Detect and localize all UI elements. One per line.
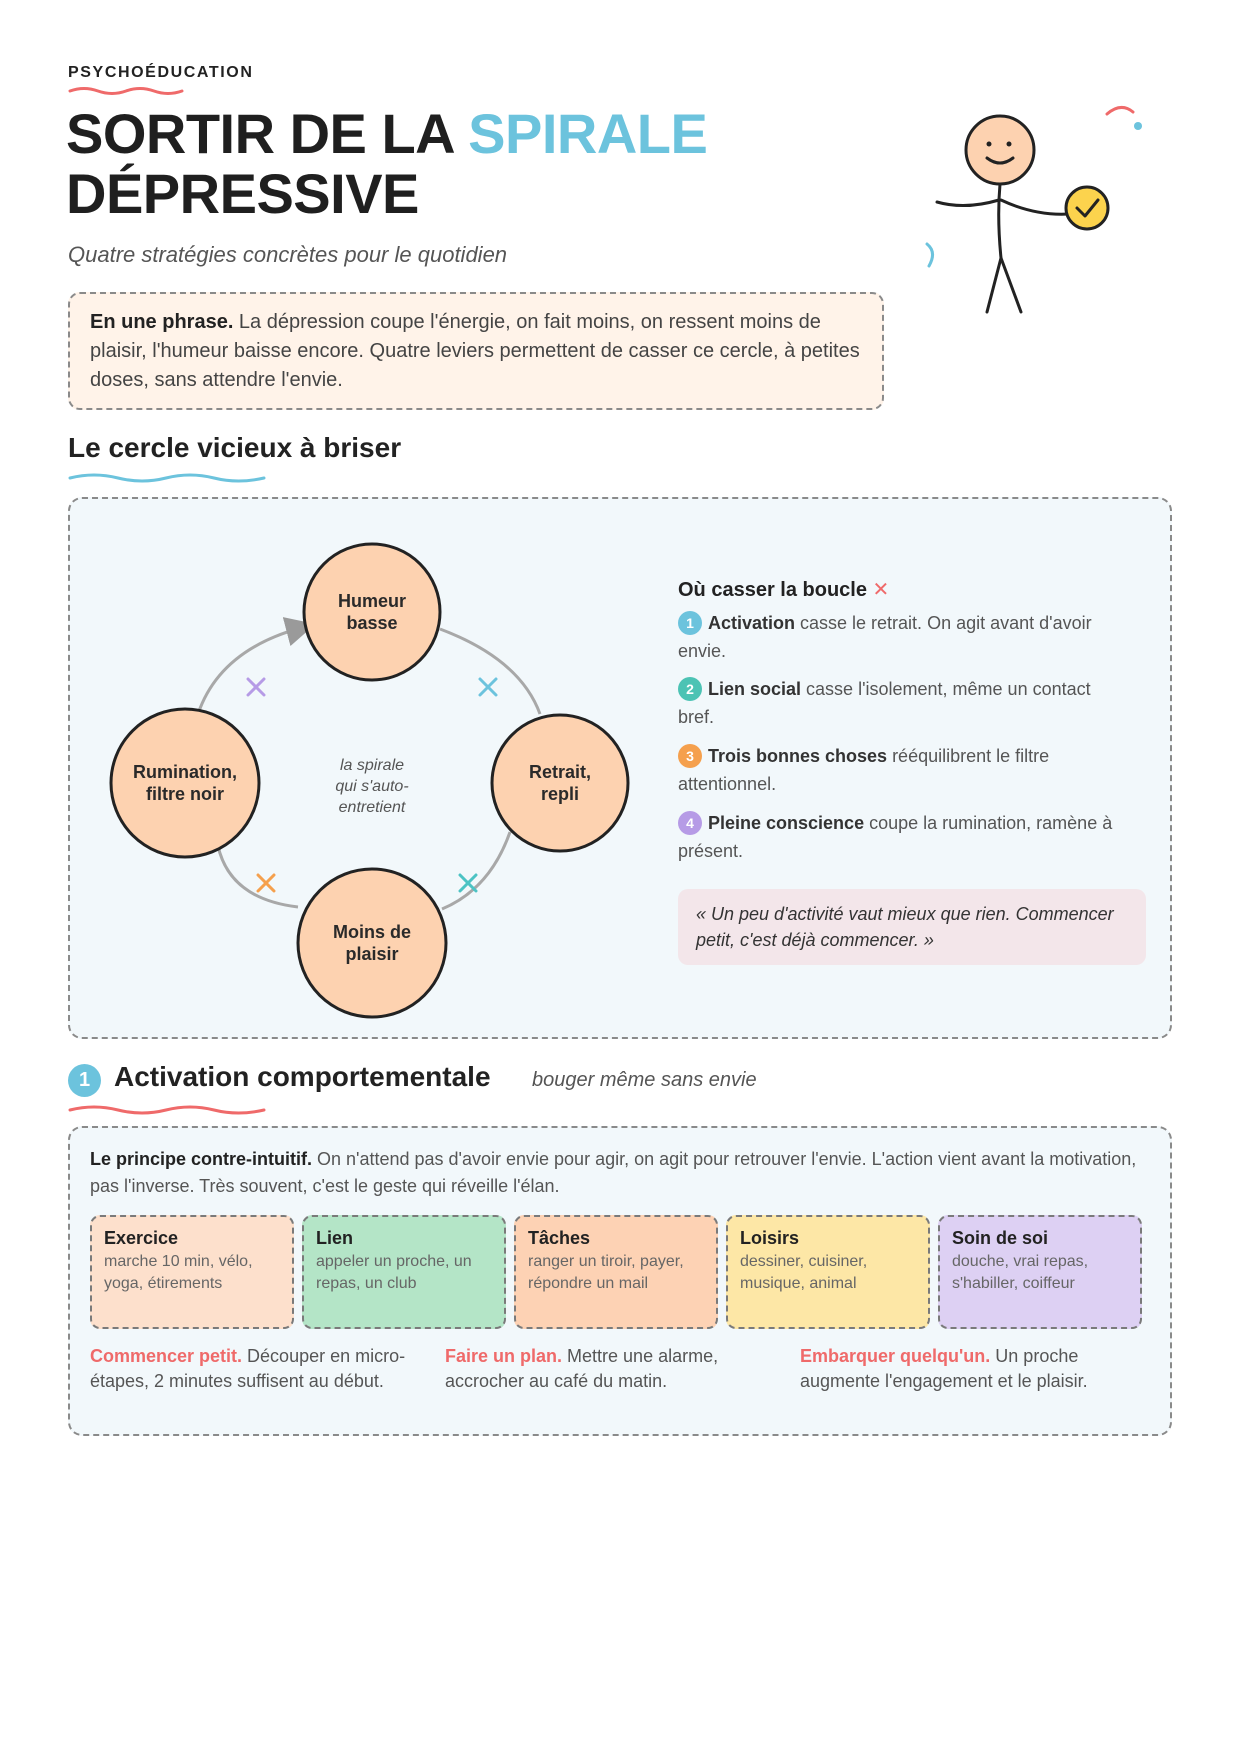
lever-number-badge: 3 (678, 744, 702, 768)
activation-principle: Le principe contre-intuitif. On n'attend… (90, 1149, 1137, 1196)
check-badge-icon (1064, 185, 1110, 231)
figure-head (964, 114, 1036, 186)
cycle-arrow-3 (441, 831, 512, 911)
quote-box: « Un peu d'activité vaut mieux que rien.… (678, 889, 1146, 965)
category-card-soin: Soin de soi douche, vrai repas, s'habill… (938, 1215, 1142, 1329)
category-card-loisirs: Loisirs dessiner, cuisiner, musique, ani… (726, 1215, 930, 1329)
cycle-section-heading: Le cercle vicieux à briser (68, 432, 402, 463)
cycle-arrow-1 (196, 617, 316, 715)
kicker-underline (68, 87, 184, 95)
break-mark-icon (246, 677, 266, 697)
node-label-rumination: Rumination,filtre noir (133, 762, 237, 804)
tip-embarquer: Embarquer quelqu'un. Un proche augmente … (800, 1346, 1088, 1391)
cycle-diagram (109, 542, 630, 1019)
category-card-lien: Lien appeler un proche, un repas, un clu… (302, 1215, 506, 1329)
cycle-arrow-2 (439, 627, 542, 715)
break-x-icon: ✕ (872, 579, 890, 601)
sparkle-left-icon (925, 242, 934, 268)
summary-text: La dépression coupe l'énergie, on fait m… (90, 311, 860, 391)
sparkle-top-icon (1105, 106, 1135, 116)
tip-commencer-petit: Commencer petit. Découper en micro-étape… (90, 1346, 406, 1391)
tip-faire-un-plan: Faire un plan. Mettre une alarme, accroc… (445, 1346, 719, 1391)
summary-lead: En une phrase. (90, 311, 234, 333)
node-label-retrait: Retrait,repli (528, 762, 591, 804)
cycle-center-note: la spirale qui s'auto- entretient (335, 757, 409, 816)
node-humeur (302, 542, 442, 682)
break-loop-title: Où casser la boucle ✕ (678, 579, 890, 601)
lever-number-badge: 4 (678, 811, 702, 835)
lever-number-badge: 1 (678, 611, 702, 635)
page-subtitle: Quatre stratégies concrètes pour le quot… (68, 242, 508, 267)
node-plaisir (296, 867, 448, 1019)
cycle-heading-underline (68, 473, 266, 483)
title-accent: SPIRALE (468, 102, 708, 165)
activation-panel: Le principe contre-intuitif. On n'attend… (68, 1126, 1172, 1436)
break-mark-icon (478, 677, 498, 697)
break-mark-icon (458, 873, 478, 893)
cycle-arrow-4 (216, 845, 299, 909)
activation-section-heading: Activation comportementale (114, 1061, 491, 1092)
lever-number-badge: 2 (678, 677, 702, 701)
category-card-taches: Tâches ranger un tiroir, payer, répondre… (514, 1215, 718, 1329)
sparkle-dot-icon (1134, 122, 1142, 130)
activation-section-subheading: bouger même sans envie (532, 1069, 757, 1091)
stick-figure-illustration (925, 106, 1142, 314)
activation-heading-underline (68, 1105, 266, 1115)
node-rumination (109, 707, 261, 859)
page-title: SORTIR DE LA SPIRALE DÉPRESSIVE (66, 102, 708, 225)
section-number-badge: 1 (68, 1064, 101, 1097)
category-card-exercice: Exercice marche 10 min, vélo, yoga, étir… (90, 1215, 294, 1329)
summary-box: En une phrase. La dépression coupe l'éne… (68, 292, 884, 410)
node-retrait (490, 713, 630, 853)
kicker: PSYCHOÉDUCATION (68, 64, 254, 81)
break-mark-icon (256, 873, 276, 893)
